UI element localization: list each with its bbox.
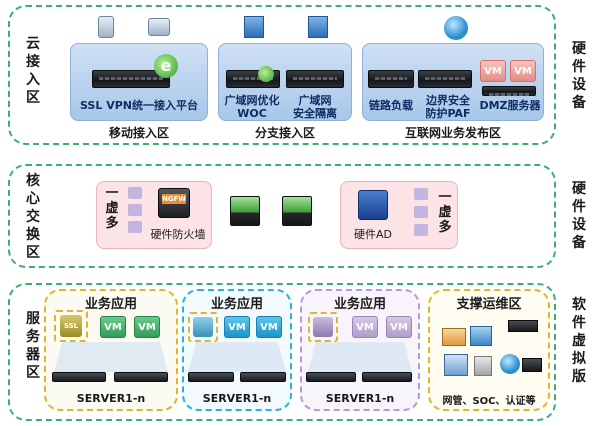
server-zone-label: 服务器区 <box>26 311 40 381</box>
business-zone-3-title: 业务应用 <box>333 297 386 312</box>
ssl-icon: SSL <box>60 315 82 337</box>
firewall-mini-icon-3 <box>128 221 142 233</box>
firewall-panel <box>96 181 212 249</box>
zone-1-server-2 <box>114 372 168 382</box>
hardware-label-middle: 硬件设备 <box>572 181 586 251</box>
zone-2-vm-2: VM <box>256 316 282 338</box>
ssl-vpn-device <box>92 70 170 88</box>
ad-mini-icon-3 <box>414 224 428 236</box>
zone-1-vm-1: VM <box>100 316 126 338</box>
zone-3-server-2 <box>362 372 412 382</box>
ad-mini-icon-2 <box>414 206 428 218</box>
zone-2-server-label: SERVER1-n <box>202 392 272 405</box>
ops-server-icon <box>508 320 538 332</box>
dmz-vm-1: VM <box>480 60 506 82</box>
zone-3-app-icon <box>313 317 333 337</box>
zone-2-icon-frame <box>188 312 218 342</box>
ssl-vpn-label: SSL VPN统一接入平台 <box>80 99 198 112</box>
zone-3-icon-frame <box>308 312 338 342</box>
firewall-caption: 硬件防火墙 <box>150 228 206 241</box>
ngfw-chip: NGFW <box>162 194 187 204</box>
zone-2-server-1 <box>188 372 234 382</box>
tablet-icon <box>148 18 170 36</box>
ad-icon <box>358 190 388 220</box>
zone-3-vm-1: VM <box>352 316 378 338</box>
link-load-label: 链路负载 <box>369 99 413 112</box>
perimeter-security-label: 边界安全防护PAF <box>425 94 471 120</box>
ad-virtual-label: 一虚多 <box>438 190 452 235</box>
software-virtual-label: 软件虚拟版 <box>572 297 586 385</box>
ops-screen-2 <box>470 326 492 346</box>
dmz-server-device <box>482 86 536 96</box>
zone-2-server-2 <box>240 372 286 382</box>
business-zone-1-title: 业务应用 <box>84 297 137 312</box>
zone-2-vm-1: VM <box>224 316 250 338</box>
mobile-access-zone-label: 移动接入区 <box>108 126 169 140</box>
building-icon-1 <box>244 16 264 38</box>
ops-screen-1 <box>442 328 466 346</box>
support-ops-zone <box>428 289 550 411</box>
zone-1-server-1 <box>52 372 106 382</box>
globe-icon <box>444 16 468 40</box>
dmz-vm-2: VM <box>510 60 536 82</box>
business-zone-2-title: 业务应用 <box>210 297 263 312</box>
branch-access-zone-label: 分支接入区 <box>254 126 315 140</box>
zone-3-vm-2: VM <box>386 316 412 338</box>
ops-screen-3 <box>444 354 468 376</box>
switch-icon-1 <box>230 196 260 226</box>
firewall-mini-icon-1 <box>128 187 142 199</box>
ops-screen-4 <box>474 356 492 376</box>
woc-globe-icon <box>258 66 274 82</box>
zone-2-beam <box>188 342 286 372</box>
ad-caption: 硬件AD <box>354 228 392 241</box>
wan-isolation-device <box>286 70 344 88</box>
firewall-mini-icon-2 <box>128 204 142 216</box>
core-switch-label: 核心交换区 <box>26 173 40 261</box>
zone-3-server-1 <box>306 372 356 382</box>
internet-explorer-icon: e <box>154 54 178 78</box>
phone-icon <box>98 16 114 38</box>
zone-1-server-label: SERVER1-n <box>76 392 146 405</box>
ad-mini-icon-1 <box>414 188 428 200</box>
zone-1-vm-2: VM <box>134 316 160 338</box>
building-icon-2 <box>308 16 328 38</box>
zone-2-app-icon <box>193 317 213 337</box>
zone-3-server-label: SERVER1-n <box>325 392 395 405</box>
link-load-device <box>368 70 414 88</box>
support-ops-title: 支撑运维区 <box>456 297 522 312</box>
cloud-access-label: 云接入区 <box>26 36 40 106</box>
perimeter-security-device <box>418 70 472 88</box>
internet-release-zone-label: 互联网业务发布区 <box>404 126 501 140</box>
ops-server-icon-2 <box>522 358 542 372</box>
ssl-icon-frame <box>54 310 88 342</box>
ops-globe-icon <box>500 354 520 374</box>
wan-isolation-label: 广域网安全隔离 <box>293 94 337 120</box>
hardware-label-top: 硬件设备 <box>572 41 586 111</box>
zone-1-beam <box>54 342 168 372</box>
switch-icon-2 <box>282 196 312 226</box>
dmz-server-label: DMZ服务器 <box>479 99 541 112</box>
support-ops-caption: 网管、SOC、认证等 <box>442 396 536 407</box>
zone-3-beam <box>308 342 412 372</box>
firewall-virtual-label: 一虚多 <box>105 186 119 231</box>
